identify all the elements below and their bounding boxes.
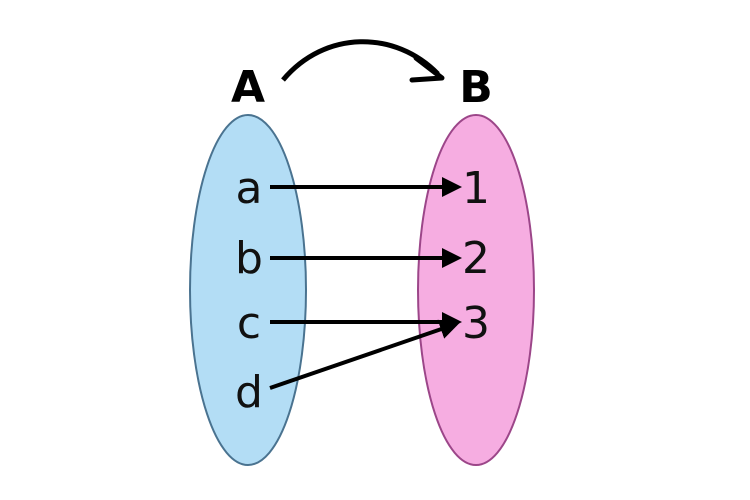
curved-arrow-head	[409, 55, 445, 83]
curved-mapping-arrow	[281, 39, 440, 82]
element-d-label: d	[235, 367, 263, 418]
element-3-label: 3	[462, 298, 490, 349]
arrow-d-to-3	[269, 319, 460, 390]
set-a-ellipse	[189, 114, 307, 466]
element-1-label: 1	[462, 163, 490, 214]
element-2-label: 2	[462, 233, 490, 284]
set-b-label: B	[459, 62, 493, 113]
element-a-label: a	[236, 163, 263, 214]
element-c-label: c	[237, 298, 261, 349]
set-b-ellipse	[417, 114, 535, 466]
set-a-label: A	[231, 62, 265, 113]
element-b-label: b	[235, 233, 263, 284]
